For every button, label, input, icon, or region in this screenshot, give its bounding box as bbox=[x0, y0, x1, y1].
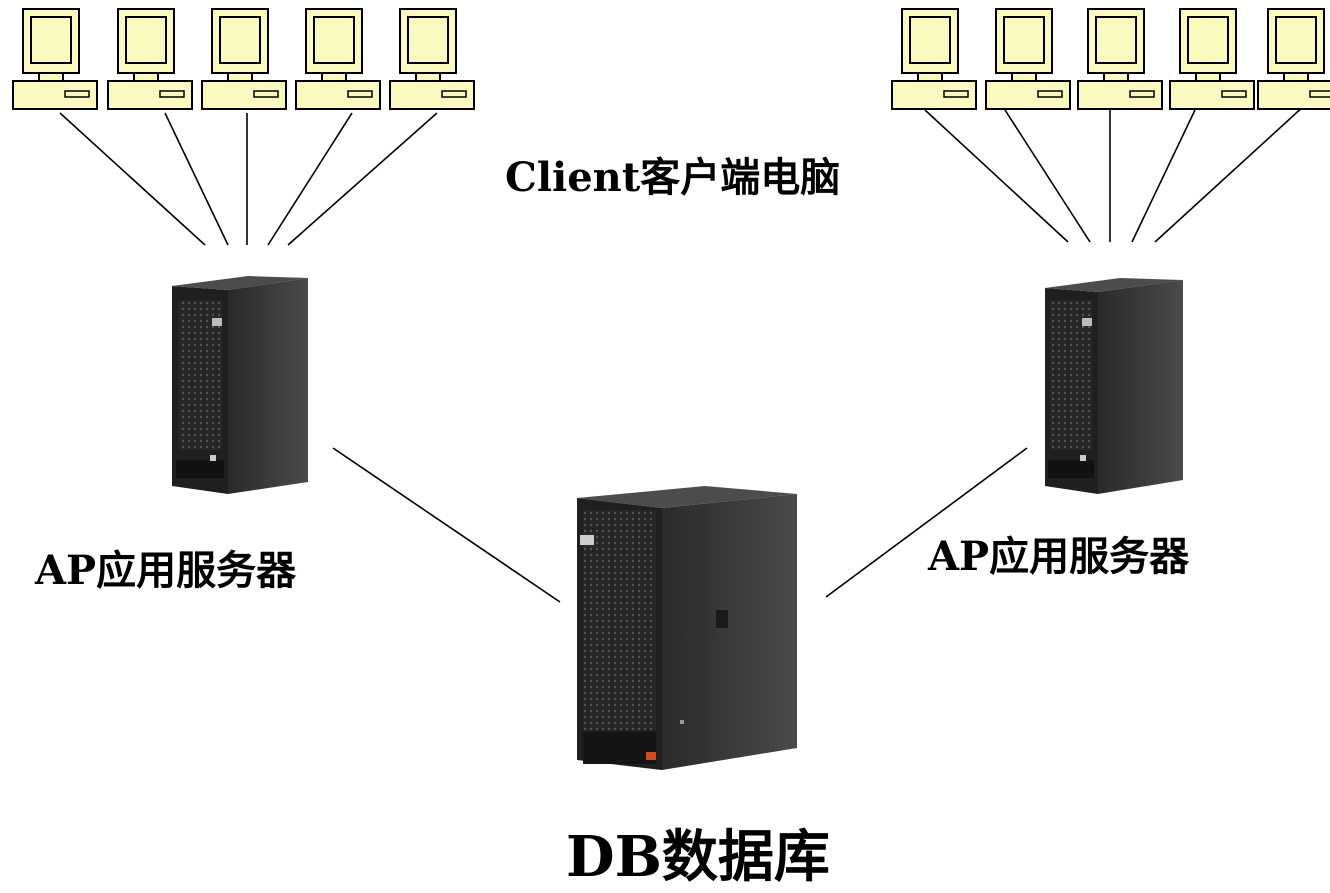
client-computer-icon bbox=[12, 8, 98, 110]
client-computer-icon bbox=[295, 8, 381, 110]
architecture-diagram bbox=[12, 8, 1330, 770]
client-group-left bbox=[12, 8, 475, 110]
client-computer-icon bbox=[389, 8, 475, 110]
client-computer-icon bbox=[891, 8, 977, 110]
client-group-right bbox=[891, 8, 1330, 110]
client-computer-icon bbox=[1257, 8, 1330, 110]
client-computers-label: Client客户端电脑 bbox=[505, 154, 841, 201]
app-server-left-icon bbox=[172, 276, 308, 494]
app-server-right-icon bbox=[1045, 278, 1183, 494]
client-computer-icon bbox=[1169, 8, 1255, 110]
db-server-icon bbox=[577, 486, 797, 770]
client-computer-icon bbox=[201, 8, 287, 110]
app-server-right-label: AP应用服务器 bbox=[928, 533, 1190, 580]
connection-lines bbox=[59, 104, 1306, 603]
database-label: DB数据库 bbox=[566, 824, 830, 890]
app-server-left-label: AP应用服务器 bbox=[35, 547, 297, 594]
client-computer-icon bbox=[107, 8, 193, 110]
client-computer-icon bbox=[1077, 8, 1163, 110]
client-computer-icon bbox=[985, 8, 1071, 110]
